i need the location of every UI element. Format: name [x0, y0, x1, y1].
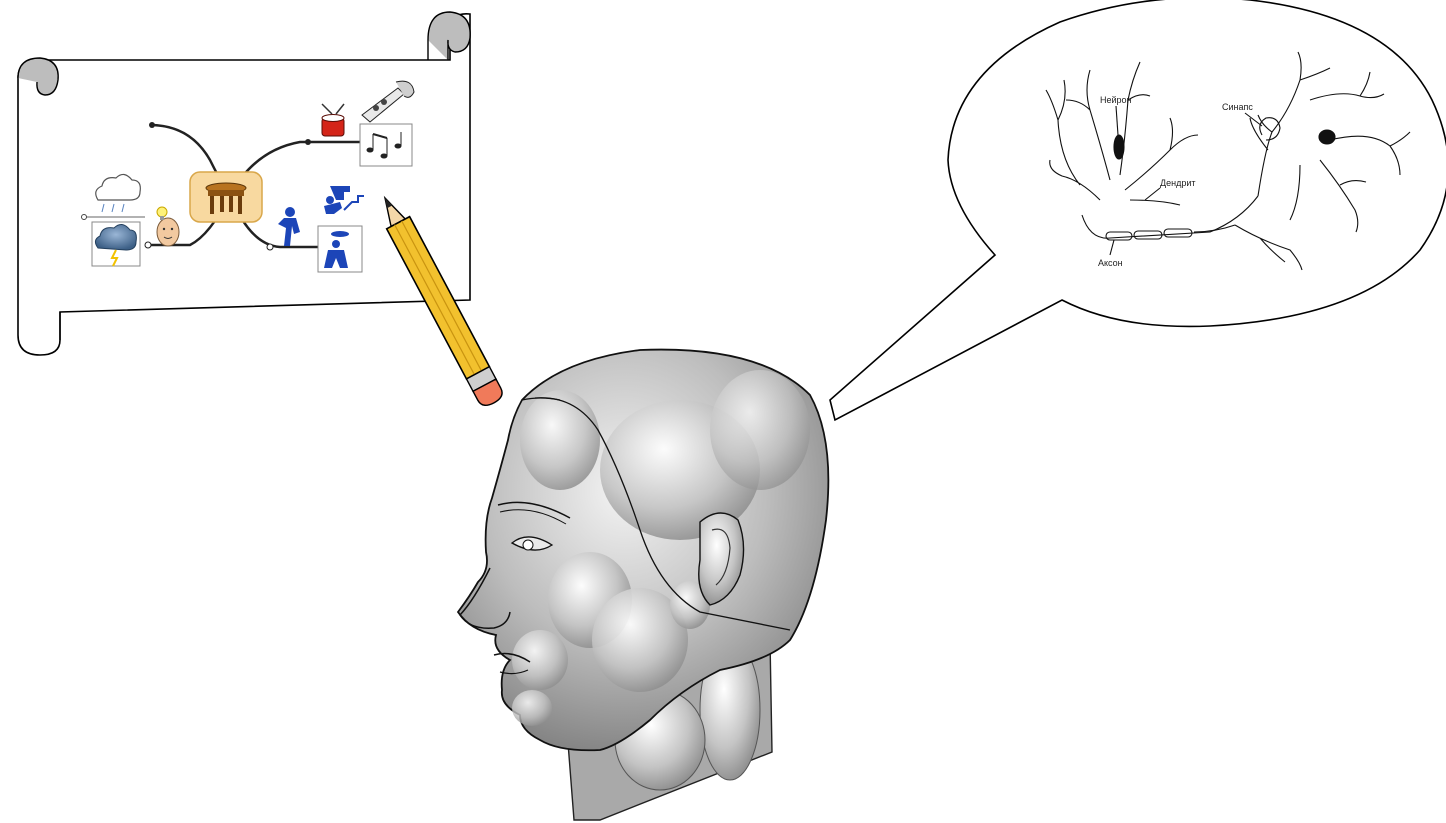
axon-label: Аксон: [1098, 258, 1123, 268]
music-card: [360, 124, 412, 166]
dendrite-label: Дендрит: [1160, 178, 1195, 188]
mind-map-center-node: [190, 172, 262, 222]
human-head-icon: [458, 350, 828, 820]
neuron-label: Нейрон: [1100, 95, 1132, 105]
synapse-label: Синапс: [1222, 102, 1253, 112]
speech-bubble: [830, 0, 1446, 420]
